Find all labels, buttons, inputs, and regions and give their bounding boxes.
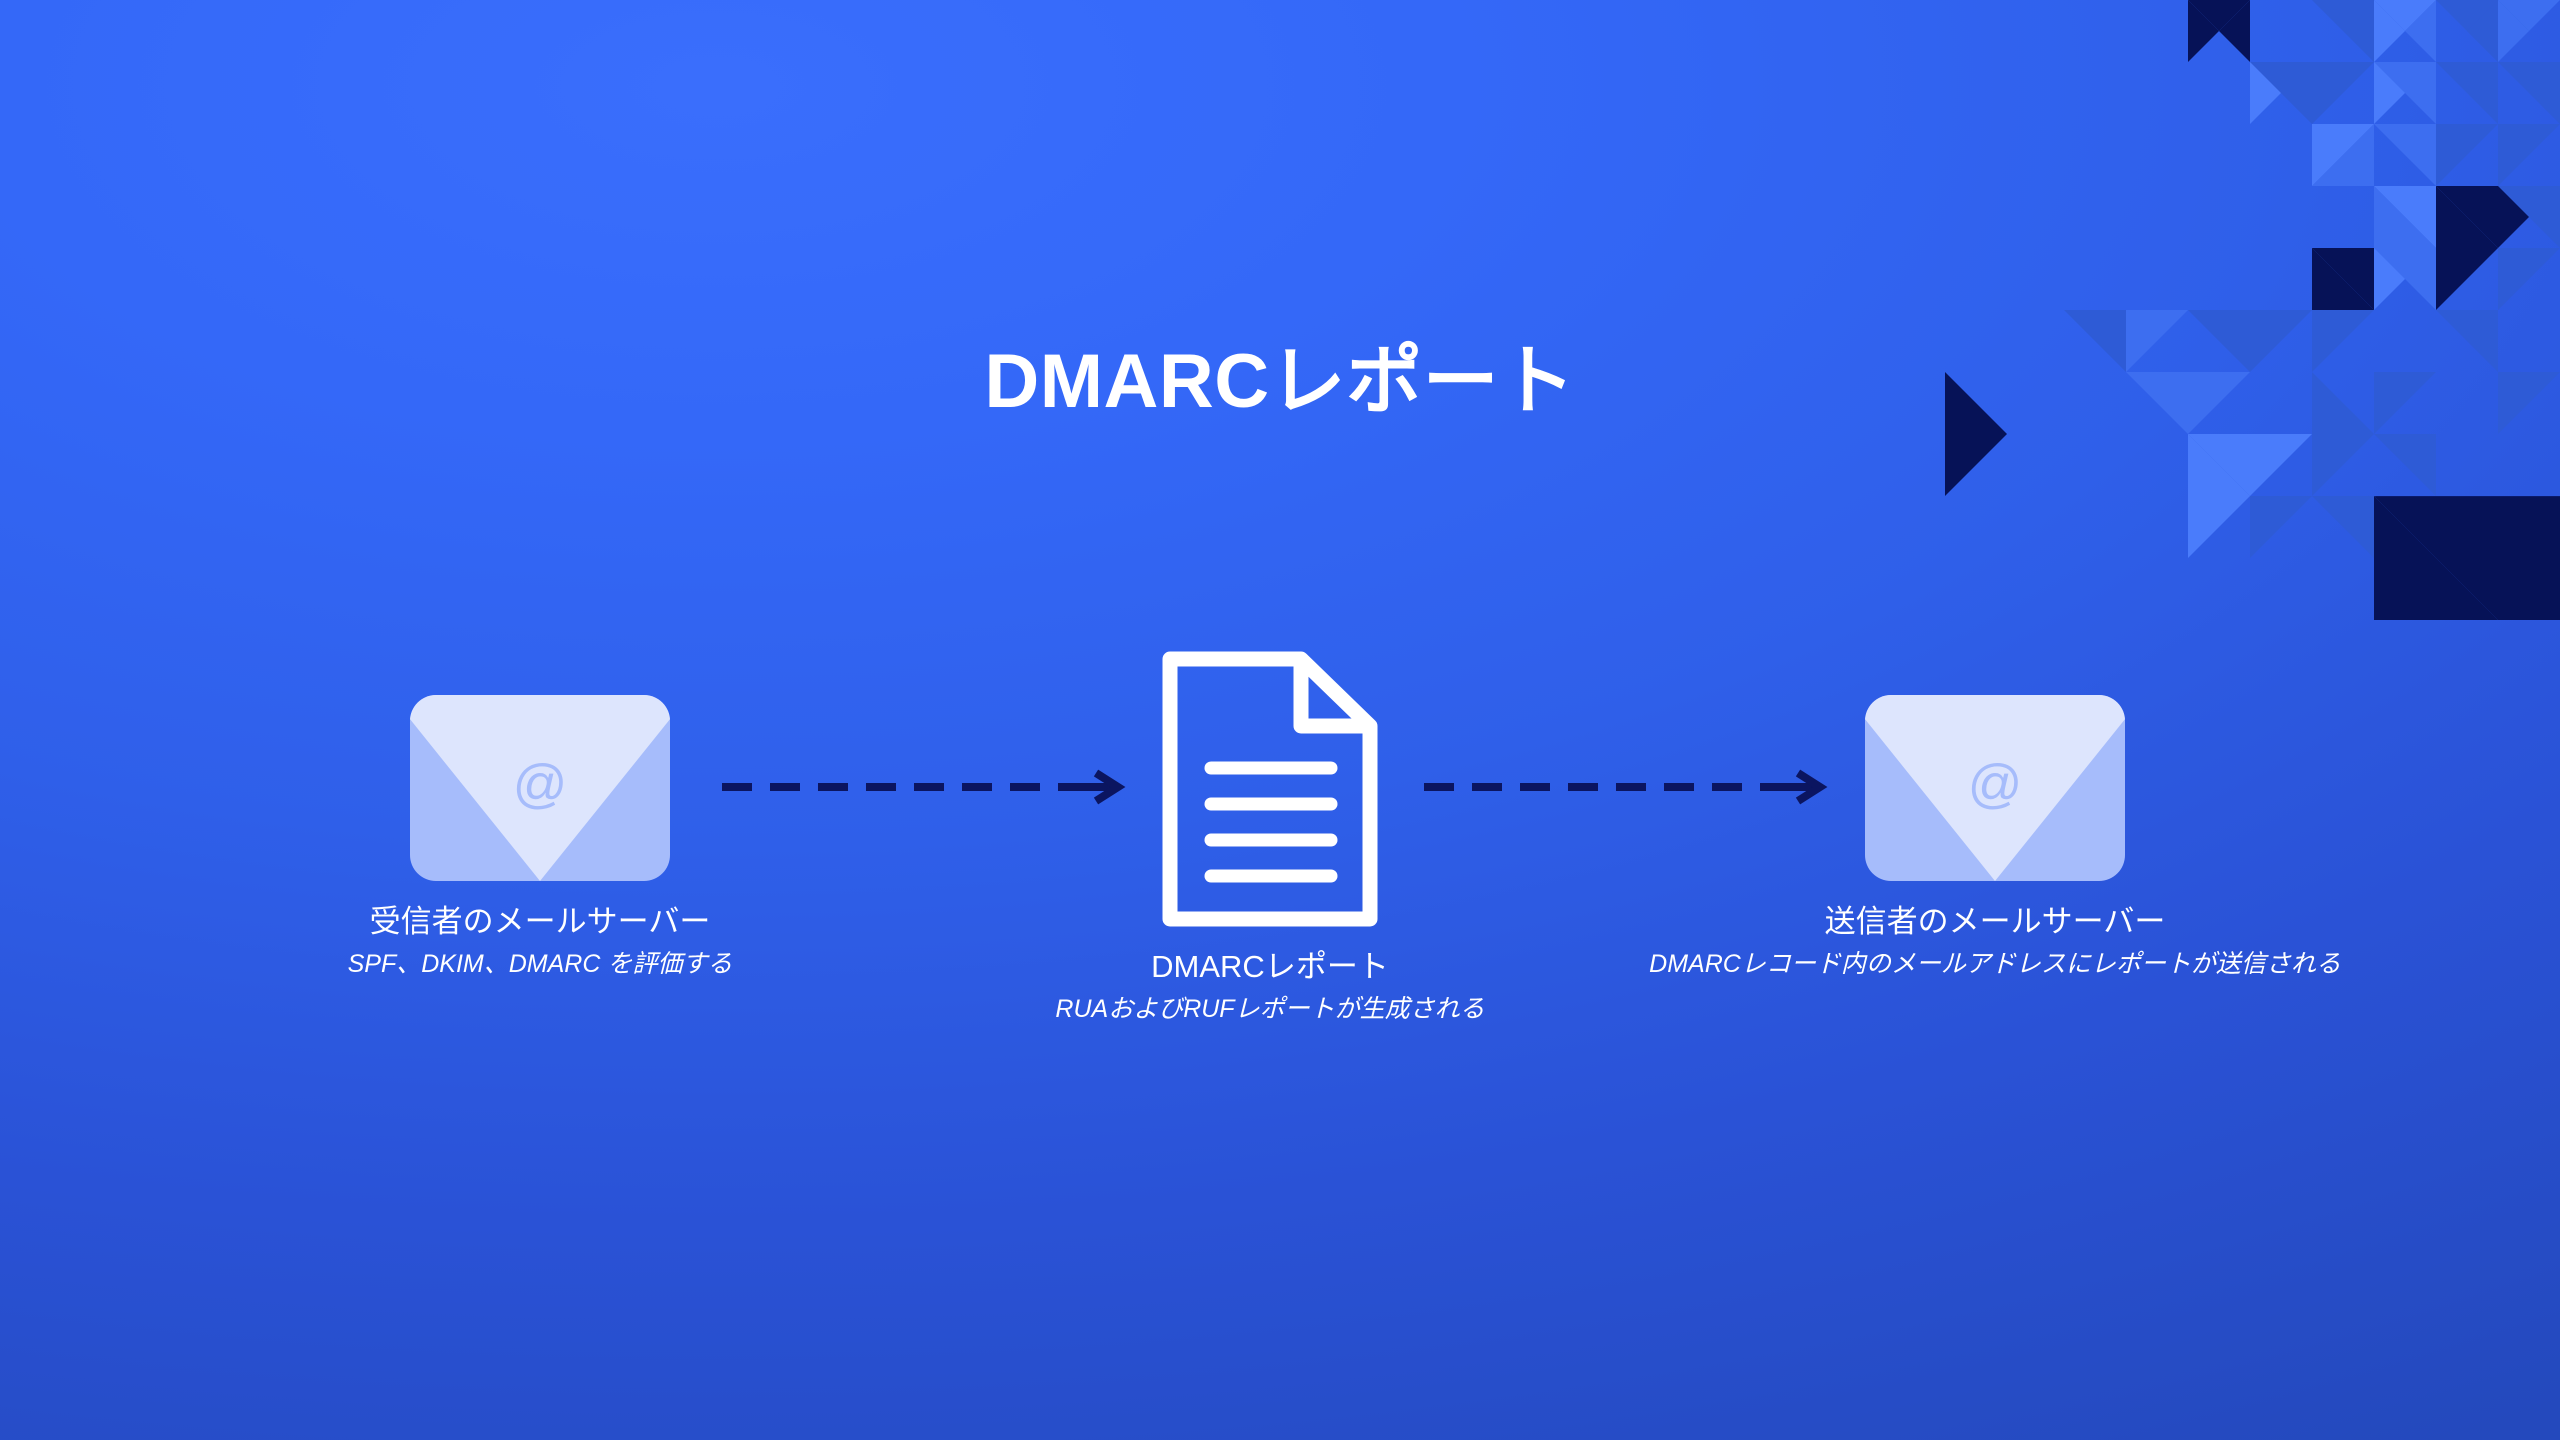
at-symbol-icon: @ [512, 754, 568, 814]
node-dmarc-report: DMARCレポート RUAおよびRUFレポートが生成される [890, 648, 1650, 1025]
node-subtitle-recipient: SPF、DKIM、DMARC を評価する [347, 949, 733, 978]
node-recipient-mail-server: @ 受信者のメールサーバー SPF、DKIM、DMARC を評価する [160, 695, 920, 980]
node-subtitle-report: RUAおよびRUFレポートが生成される [1055, 994, 1485, 1023]
document-icon [1159, 648, 1381, 930]
node-subtitle-sender: DMARCレコード内のメールアドレスにレポートが送信される [1649, 949, 2341, 978]
node-title-report: DMARCレポート [1151, 949, 1389, 984]
node-sender-mail-server: @ 送信者のメールサーバー DMARCレコード内のメールアドレスにレポートが送信… [1615, 695, 2375, 980]
node-title-sender: 送信者のメールサーバー [1824, 904, 2166, 939]
arrow-report-to-sender [1424, 769, 1828, 805]
envelope-icon: @ [1865, 695, 2125, 881]
page-title: DMARCレポート [984, 339, 1576, 424]
triangle-mosaic-decoration [1945, 0, 2560, 620]
node-title-recipient: 受信者のメールサーバー [369, 904, 711, 939]
envelope-icon: @ [410, 695, 670, 881]
at-symbol-icon: @ [1967, 754, 2023, 814]
arrow-recipient-to-report [722, 769, 1126, 805]
